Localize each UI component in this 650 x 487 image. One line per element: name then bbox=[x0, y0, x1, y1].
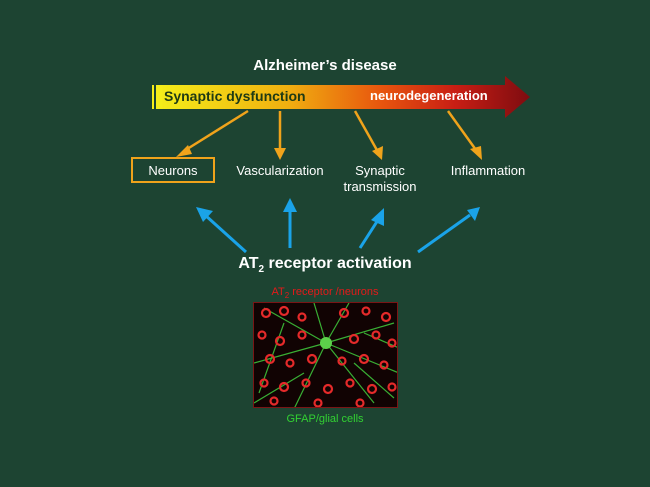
fluorescence-micrograph-image bbox=[253, 302, 398, 408]
synaptic-dysfunction-label: Synaptic dysfunction bbox=[164, 88, 306, 104]
orange-arrow-synaptic bbox=[353, 110, 380, 153]
blue-arrow-synaptic bbox=[358, 219, 380, 249]
micrograph-top-subscript: 2 bbox=[284, 291, 290, 301]
target-neurons: Neurons bbox=[148, 163, 198, 178]
target-inflammation: Inflammation bbox=[450, 163, 526, 178]
activation-prefix: AT bbox=[238, 255, 259, 272]
blue-arrow-neurons bbox=[203, 213, 248, 254]
neurons-highlight-box bbox=[131, 157, 215, 183]
progression-arrow bbox=[152, 76, 530, 118]
target-synaptic-line1: Synaptic bbox=[355, 163, 405, 178]
micrograph-bottom-label: GFAP/glial cells bbox=[286, 413, 364, 425]
target-synaptic-line2: transmission bbox=[343, 179, 417, 194]
orange-arrow-inflammation bbox=[446, 110, 478, 151]
activation-suffix: receptor activation bbox=[264, 255, 412, 272]
micrograph-top-prefix: AT bbox=[271, 286, 285, 298]
at2-receptor-activation: AT2 receptor activation bbox=[0, 255, 650, 275]
micrograph-top-suffix: receptor /neurons bbox=[289, 286, 379, 298]
target-vascularization: Vascularization bbox=[236, 163, 324, 178]
activation-subscript: 2 bbox=[258, 264, 265, 276]
neurodegeneration-label: neurodegeneration bbox=[370, 88, 488, 103]
diagram-title: Alzheimer’s disease bbox=[253, 57, 397, 74]
micrograph-top-label: AT2 receptor /neurons bbox=[0, 286, 650, 300]
blue-arrow-inflammation bbox=[417, 213, 471, 254]
target-synaptic-transmission: Synaptic transmission bbox=[330, 163, 430, 195]
orange-arrow-neurons bbox=[183, 109, 249, 153]
